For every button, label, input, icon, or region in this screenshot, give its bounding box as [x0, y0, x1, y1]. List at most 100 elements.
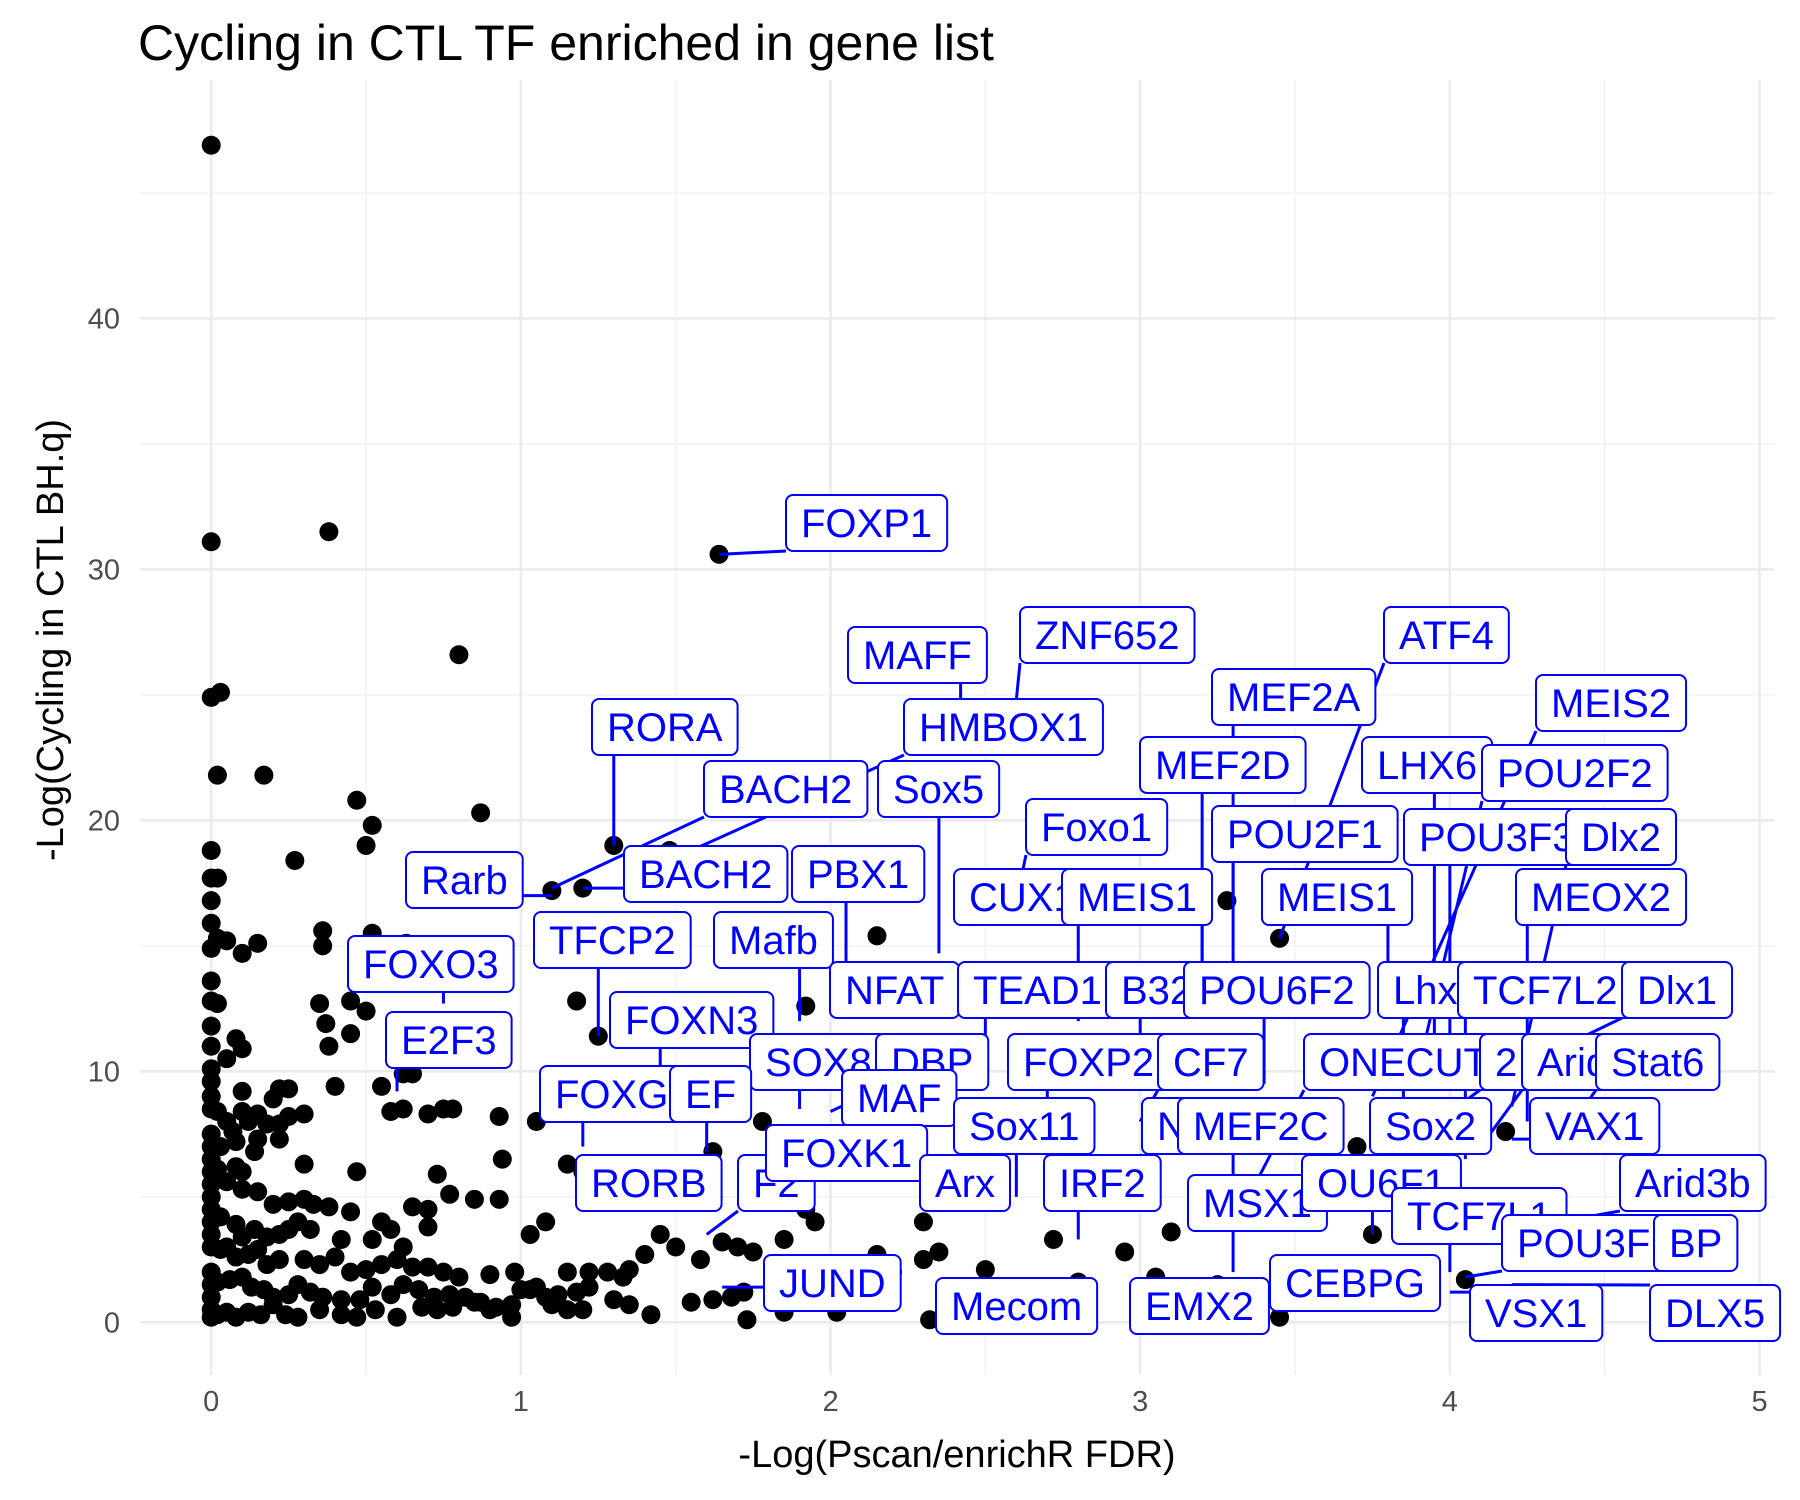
point-label: FOXN3: [609, 991, 775, 1049]
data-point: [427, 1164, 447, 1184]
label-box: [953, 1097, 1096, 1155]
point-label: BACH2: [623, 845, 789, 903]
label-text: IRF2: [1059, 1162, 1146, 1206]
point-label: Mecom: [935, 1277, 1099, 1335]
label-box: [763, 1254, 902, 1312]
data-point: [341, 1202, 361, 1222]
data-point: [294, 1104, 314, 1124]
point-label: JUND: [763, 1254, 902, 1312]
data-point: [248, 1182, 268, 1202]
point-label: ZNF652: [1019, 606, 1196, 664]
data-point: [502, 1307, 522, 1327]
label-text: VAX1: [1545, 1105, 1644, 1149]
data-point: [372, 1076, 392, 1096]
point-label: MEIS2: [1535, 674, 1688, 732]
point-label: CF7: [1157, 1033, 1265, 1091]
data-point: [703, 1290, 723, 1310]
data-point: [341, 1262, 361, 1282]
label-text: FOXN3: [625, 999, 758, 1043]
data-point: [604, 1290, 624, 1310]
label-text: Arx: [935, 1162, 995, 1206]
label-text: BACH2: [639, 853, 772, 897]
data-point: [381, 1219, 401, 1239]
point-label: MEF2D: [1139, 736, 1307, 794]
data-point: [279, 1079, 299, 1099]
label-text: POU3F3: [1419, 816, 1575, 860]
data-point: [269, 1129, 289, 1149]
data-point: [341, 991, 361, 1011]
data-point: [288, 1307, 308, 1327]
label-box: [1043, 1154, 1162, 1212]
label-text: DLX5: [1665, 1292, 1765, 1336]
point-label: POU2F2: [1481, 744, 1669, 802]
label-box: [785, 494, 949, 552]
point-label: BP: [1653, 1214, 1739, 1272]
point-label: ATF4: [1383, 606, 1510, 664]
data-point: [1347, 1137, 1367, 1157]
point-label: MSX1: [1187, 1174, 1328, 1232]
label-box: [1621, 961, 1734, 1019]
data-point: [743, 1242, 763, 1262]
label-box: [935, 1277, 1099, 1335]
label-box: [1653, 1214, 1739, 1272]
label-box: [1019, 606, 1196, 664]
label-box: [591, 698, 739, 756]
label-text: CUX1: [969, 876, 1076, 920]
data-point: [201, 1036, 221, 1056]
label-text: CEBPG: [1285, 1262, 1425, 1306]
data-point: [362, 1277, 382, 1297]
data-point: [557, 1300, 577, 1320]
point-label: FOXO3: [347, 935, 515, 993]
data-point: [449, 645, 469, 665]
data-point: [737, 1310, 757, 1330]
data-point: [341, 1024, 361, 1044]
data-point: [641, 1305, 661, 1325]
point-label: Mafb: [713, 911, 834, 969]
data-point: [201, 868, 221, 888]
label-text: Foxo1: [1041, 806, 1152, 850]
data-point: [393, 1275, 413, 1295]
data-point: [690, 1250, 710, 1270]
data-point: [217, 1049, 237, 1069]
label-text: ZNF652: [1035, 614, 1180, 658]
label-box: [1515, 868, 1688, 926]
data-point: [201, 971, 221, 991]
data-point: [387, 1307, 407, 1327]
label-text: MAF: [857, 1077, 941, 1121]
label-box: [405, 851, 524, 909]
point-label: EF: [669, 1065, 753, 1123]
point-label: PBX1: [791, 845, 926, 903]
data-point: [573, 1300, 593, 1320]
label-text: FOXP2: [1023, 1041, 1154, 1085]
point-label: Rarb: [405, 851, 524, 909]
data-point: [920, 1310, 940, 1330]
data-point: [774, 1229, 794, 1249]
data-point: [1161, 1222, 1181, 1242]
data-point: [403, 1257, 422, 1277]
data-point: [443, 1297, 463, 1317]
label-text: FOXK1: [781, 1132, 912, 1176]
point-label: B32: [1105, 961, 1209, 1019]
label-box: [1183, 961, 1371, 1019]
point-label: NFAT: [829, 961, 961, 1019]
data-point: [347, 790, 367, 810]
point-label: DLX5: [1649, 1284, 1782, 1342]
label-text: Stat6: [1611, 1041, 1704, 1085]
data-point: [443, 1099, 463, 1119]
label-box: [609, 991, 775, 1049]
data-point: [294, 1154, 314, 1174]
data-point: [728, 1237, 748, 1257]
label-text: BACH2: [719, 768, 852, 812]
data-point: [217, 1172, 237, 1192]
label-text: FOXP1: [801, 502, 932, 546]
label-box: [1383, 606, 1510, 664]
point-label: MAFF: [847, 626, 988, 684]
label-text: TEAD1: [973, 969, 1102, 1013]
point-label: Stat6: [1595, 1033, 1721, 1091]
data-point: [579, 1262, 599, 1282]
label-text: FOXG1: [555, 1073, 691, 1117]
label-text: BP: [1669, 1222, 1722, 1266]
data-point: [201, 938, 221, 958]
label-box: [847, 626, 988, 684]
